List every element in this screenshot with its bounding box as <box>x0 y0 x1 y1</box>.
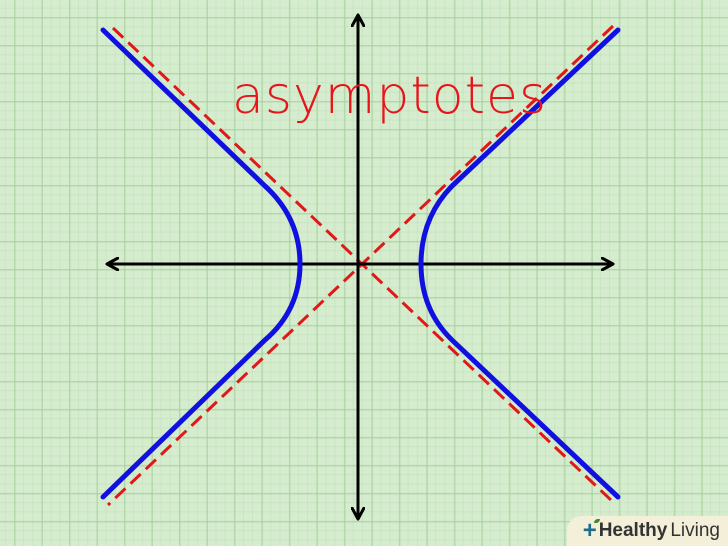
healthy-living-logo: + Healthy Living <box>566 516 728 546</box>
axes <box>108 16 612 518</box>
asymptotes-label: asymptotes <box>232 66 548 126</box>
logo-brand-bold: Healthy <box>598 520 668 541</box>
hyperbola <box>100 27 621 500</box>
hyperbola-left-branch <box>100 27 303 500</box>
logo-brand-light: Living <box>670 520 720 541</box>
hyperbola-right-branch <box>418 27 621 500</box>
plus-leaf-icon: + <box>582 517 600 544</box>
